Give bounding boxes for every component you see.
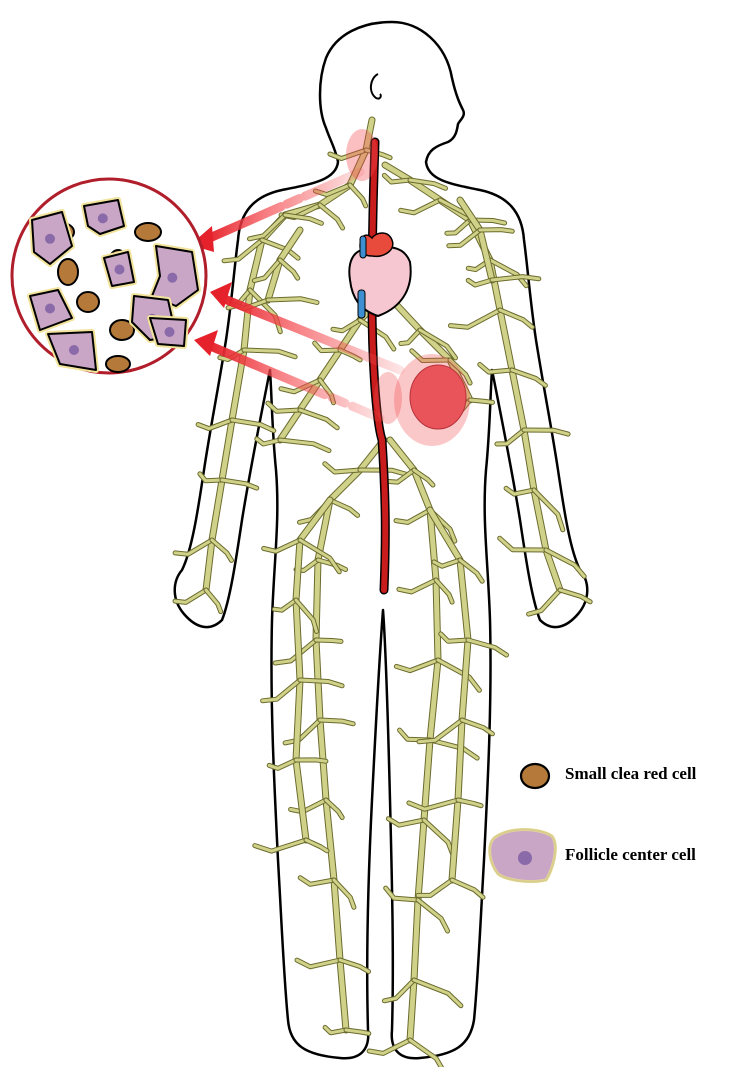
follicle-cell-nucleus-icon (518, 851, 532, 865)
cell-nucleus (45, 304, 55, 314)
cell-nucleus (165, 327, 175, 337)
small-cleaved-cell (58, 259, 78, 285)
magnified-cell-view (12, 179, 206, 373)
legend-label-follicle-cell: Follicle center cell (565, 845, 696, 865)
small-cleaved-cell (135, 223, 161, 241)
legend (490, 764, 556, 882)
cell-nucleus (98, 213, 108, 223)
cell-nucleus (167, 273, 177, 283)
small-cleaved-cell (106, 356, 130, 372)
small-cleaved-cell (77, 292, 99, 312)
affected-lymph-node (410, 365, 466, 429)
legend-label-small-cell: Small clea red cell (565, 764, 696, 784)
cell-nucleus (69, 345, 79, 355)
cell-nucleus (115, 265, 125, 275)
cell-nucleus (45, 234, 55, 244)
small-cleaved-cell-icon (521, 764, 549, 788)
